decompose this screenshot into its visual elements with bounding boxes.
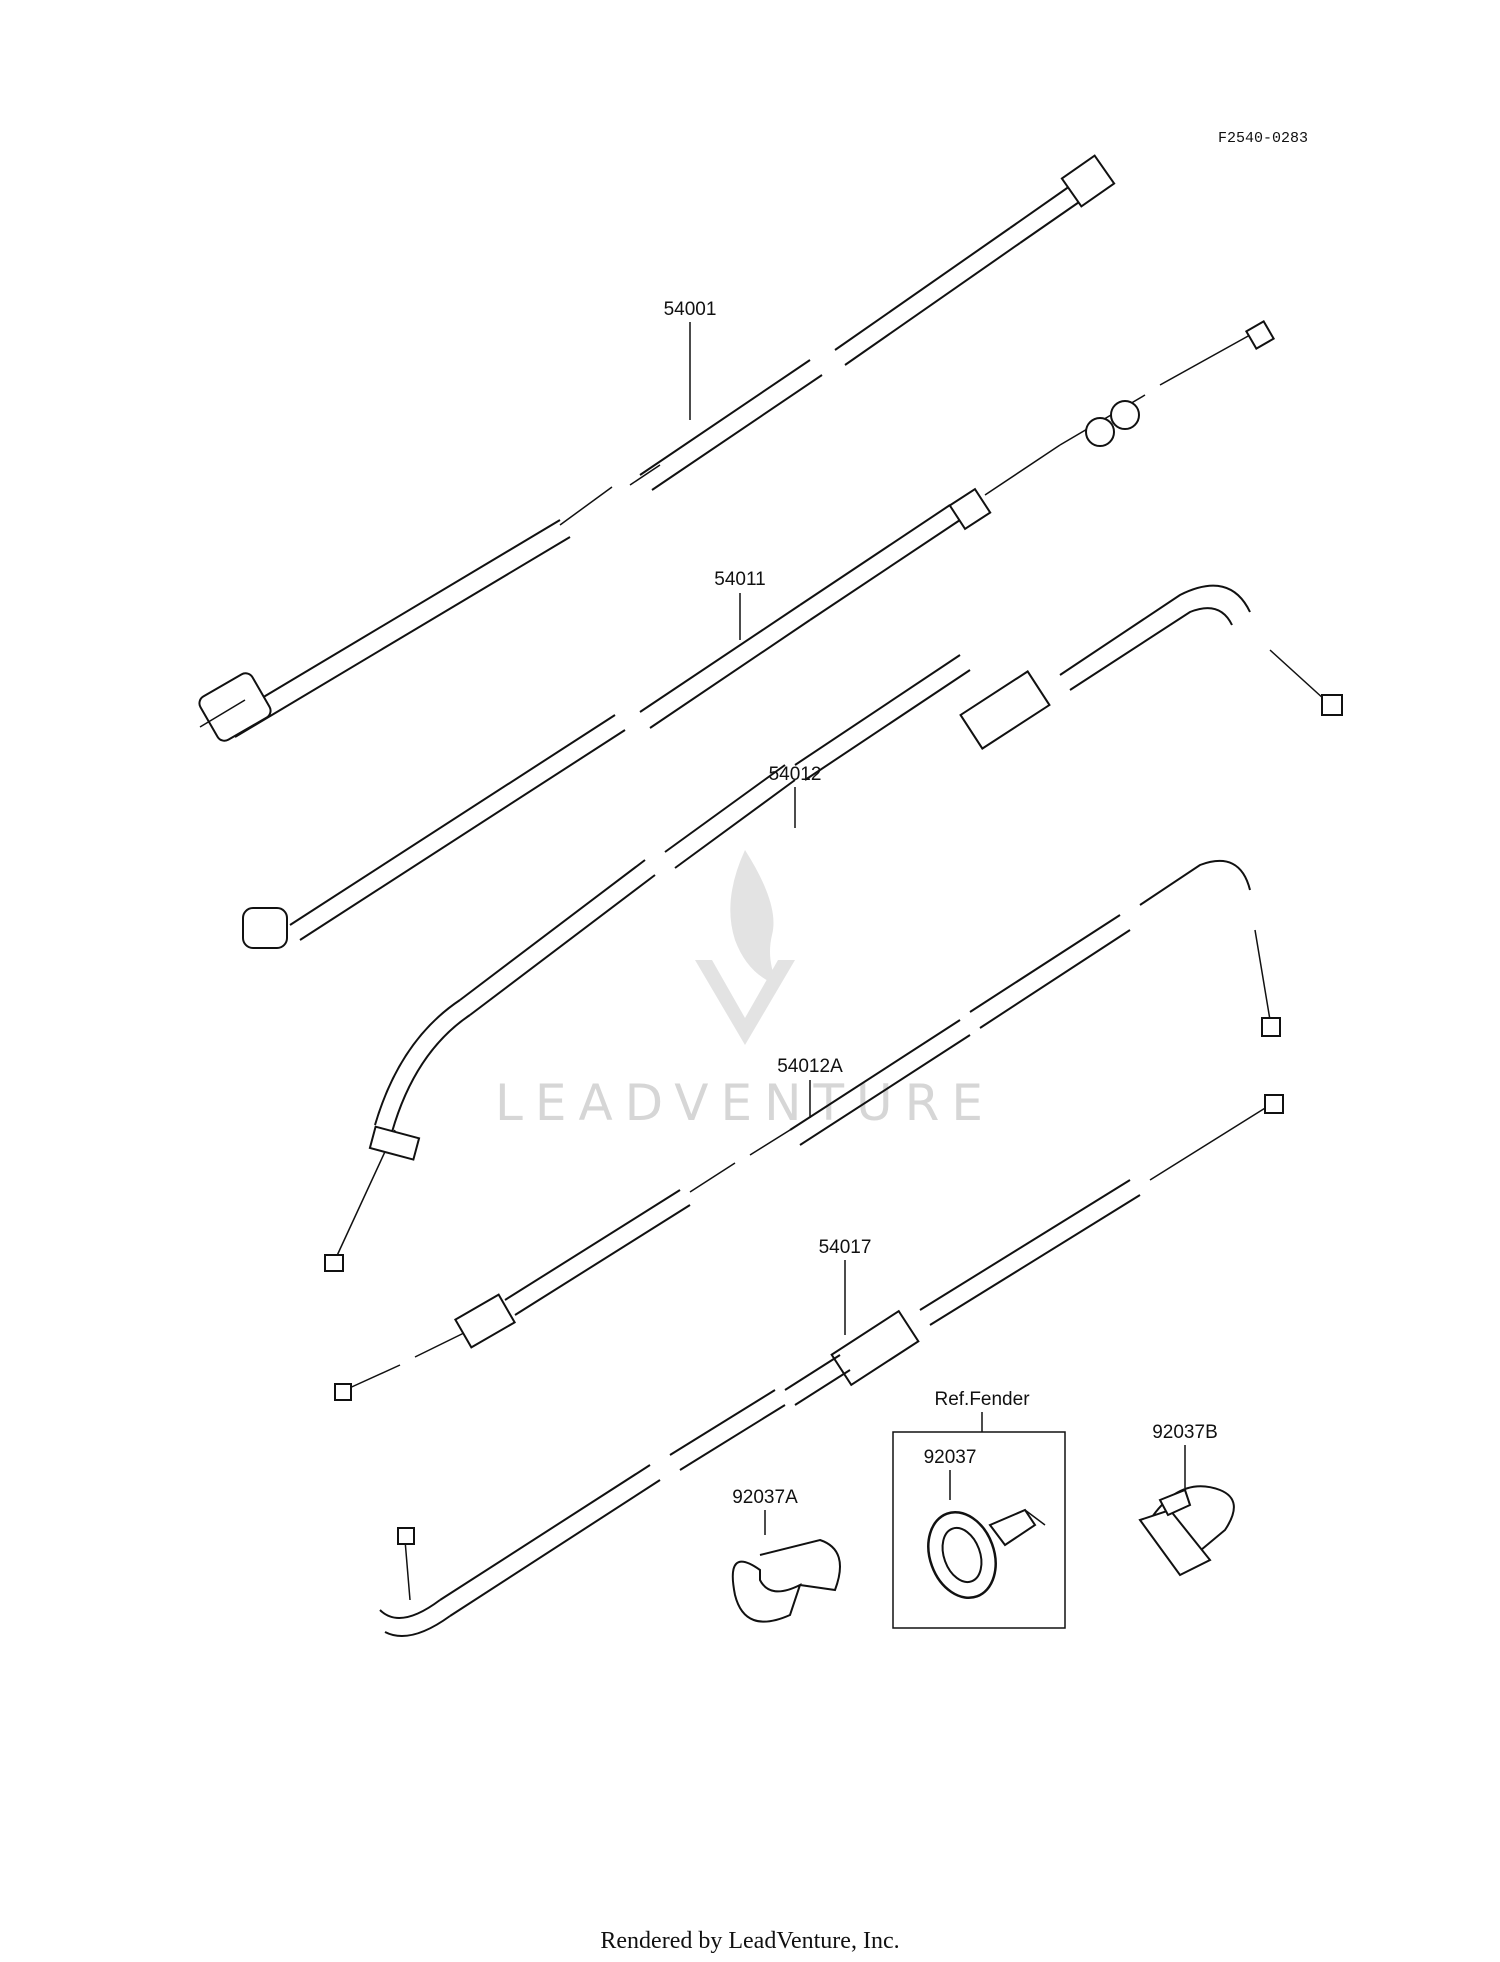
label-54017: 54017 (819, 1237, 872, 1258)
cable-54012A[interactable] (334, 860, 1281, 1401)
watermark-text: LEADVENTURE (495, 1074, 995, 1132)
label-54001: 54001 (664, 299, 717, 320)
cable-54012[interactable] (324, 584, 1343, 1272)
label-54011: 54011 (714, 569, 765, 590)
label-92037A: 92037A (732, 1487, 798, 1508)
clip-92037B[interactable] (1138, 1485, 1235, 1577)
diagram-code: F2540-0283 (1218, 130, 1308, 147)
ref-fender-label: Ref.Fender (934, 1389, 1030, 1410)
footer-credit: Rendered by LeadVenture, Inc. (600, 1928, 899, 1954)
ref-fender-box (892, 1431, 1066, 1629)
cable-54017[interactable] (379, 1094, 1284, 1637)
cable-54011[interactable] (242, 319, 1276, 949)
label-54012: 54012 (769, 764, 822, 785)
cable-54001[interactable] (197, 154, 1116, 744)
leadventure-watermark: LEADVENTURE (495, 850, 995, 1132)
label-92037B: 92037B (1152, 1422, 1218, 1443)
label-54012A: 54012A (777, 1056, 843, 1077)
clip-92037[interactable] (917, 1503, 1046, 1608)
clamp-92037A[interactable] (731, 1538, 841, 1623)
label-92037: 92037 (924, 1447, 977, 1468)
